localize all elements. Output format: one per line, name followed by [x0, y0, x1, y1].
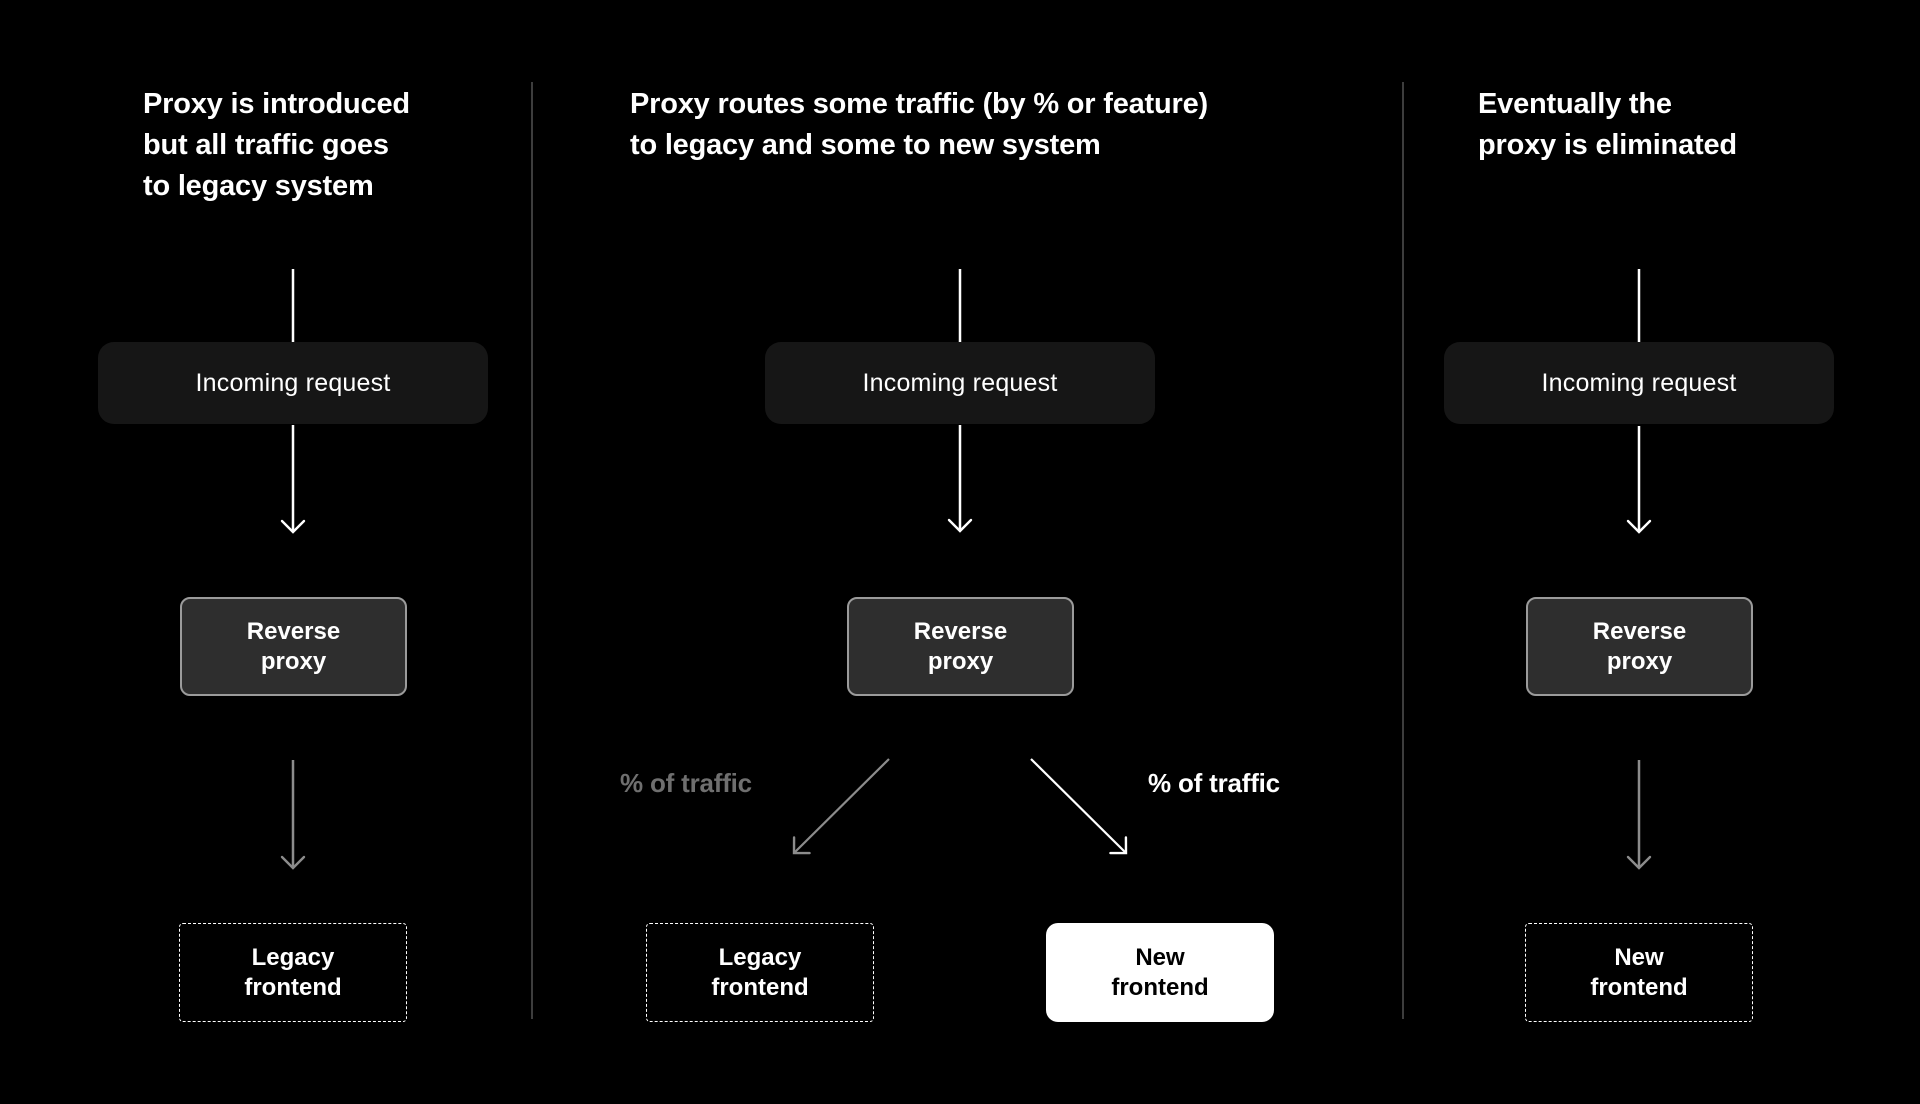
- incoming-request-box-3: Incoming request: [1444, 342, 1834, 424]
- new-frontend-box-3: New frontend: [1525, 923, 1753, 1022]
- reverse-proxy-box-2: Reverse proxy: [847, 597, 1074, 696]
- arrow-proxy-to-legacy-2: [792, 758, 890, 855]
- reverse-proxy-label-2: Reverse proxy: [913, 617, 1008, 675]
- panel-2-title: Proxy routes some traffic (by % or featu…: [630, 88, 1208, 161]
- percent-traffic-label-legacy: % of traffic: [620, 768, 752, 798]
- arrow-proxy-to-new-2: [1030, 758, 1128, 855]
- panel-1-title: Proxy is introduced but all traffic goes…: [143, 88, 410, 202]
- incoming-request-box-2: Incoming request: [765, 342, 1155, 424]
- legacy-frontend-label-2: Legacy frontend: [711, 943, 809, 1001]
- legacy-frontend-box-2: Legacy frontend: [646, 923, 874, 1022]
- incoming-request-label-3: Incoming request: [1541, 368, 1737, 397]
- reverse-proxy-label-3: Reverse proxy: [1592, 617, 1687, 675]
- reverse-proxy-box-1: Reverse proxy: [180, 597, 407, 696]
- reverse-proxy-box-3: Reverse proxy: [1526, 597, 1753, 696]
- percent-traffic-label-new: % of traffic: [1148, 768, 1280, 798]
- incoming-request-label-1: Incoming request: [195, 368, 391, 397]
- incoming-request-label-2: Incoming request: [862, 368, 1058, 397]
- new-frontend-label-2: New frontend: [1111, 943, 1209, 1001]
- panel-3-title: Eventually the proxy is eliminated: [1478, 88, 1737, 161]
- new-frontend-box-2: New frontend: [1046, 923, 1274, 1022]
- incoming-request-box-1: Incoming request: [98, 342, 488, 424]
- new-frontend-label-3: New frontend: [1590, 943, 1688, 1001]
- legacy-frontend-label-1: Legacy frontend: [244, 943, 342, 1001]
- reverse-proxy-label-1: Reverse proxy: [246, 617, 341, 675]
- legacy-frontend-box-1: Legacy frontend: [179, 923, 407, 1022]
